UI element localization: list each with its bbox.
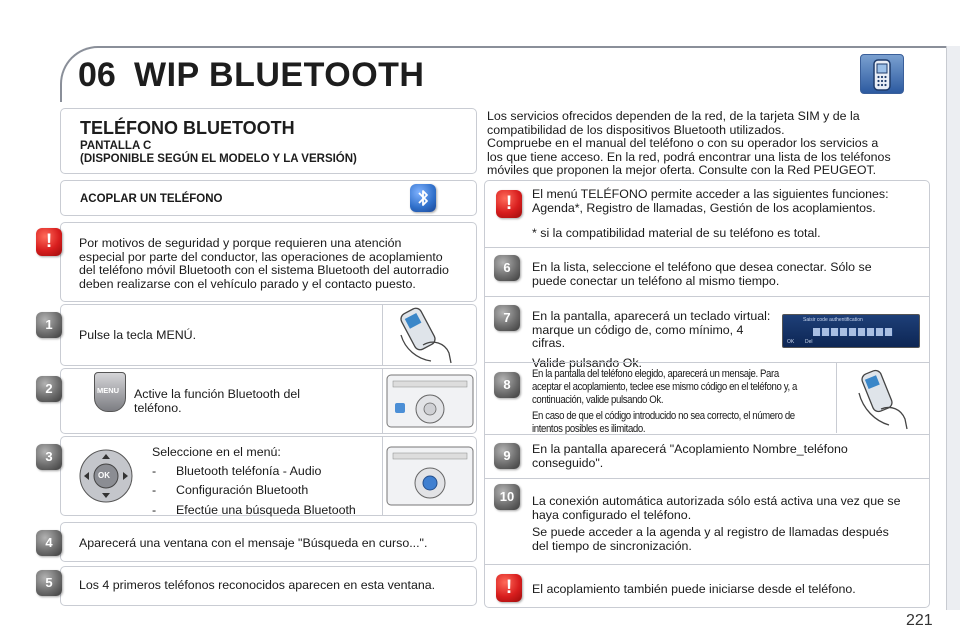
divider — [485, 362, 929, 363]
pair-title-box — [60, 180, 477, 216]
divider — [485, 564, 929, 565]
step-1-badge: 1 — [36, 312, 62, 338]
safety-warning-text: Por motivos de seguridad y porque requie… — [79, 236, 449, 291]
virtual-keyboard-screen: Saisir code authentification OK Del — [782, 314, 920, 348]
step-10-text: La conexión automática autorizada sólo e… — [532, 494, 901, 553]
page-side-strip — [946, 46, 960, 610]
right-column-box — [484, 180, 930, 608]
step-3-text: Seleccione en el menú: Bluetooth teléfon… — [152, 445, 377, 523]
section-subtitle: PANTALLA C (DISPONIBLE SEGÚN EL MODELO Y… — [80, 140, 357, 165]
hand-phone-icon — [400, 307, 452, 364]
divider — [485, 296, 929, 297]
final-note: El acoplamiento también puede iniciarse … — [532, 582, 856, 596]
step-5-box — [60, 566, 477, 606]
step-6-badge: 6 — [494, 255, 520, 281]
step-2-text: Active la función Bluetooth del teléfono… — [134, 387, 301, 415]
footnote: * si la compatibilidad material de su te… — [532, 226, 821, 240]
step-4-text: Aparecerá una ventana con el mensaje "Bú… — [79, 536, 428, 550]
step-6-text: En la lista, seleccione el teléfono que … — [532, 260, 872, 288]
step-9-badge: 9 — [494, 443, 520, 469]
step-9-text: En la pantalla aparecerá "Acoplamiento N… — [532, 442, 848, 470]
menu-item: Efectúe una búsqueda Bluetooth — [152, 503, 377, 518]
menu-item: Bluetooth teléfonía - Audio — [152, 464, 377, 479]
step-5-text: Los 4 primeros teléfonos reconocidos apa… — [79, 578, 436, 592]
hand-phone-icon — [858, 369, 908, 430]
step-2-illustration — [382, 369, 476, 433]
divider — [485, 478, 929, 479]
mobile-phone-icon — [860, 54, 904, 94]
step-5-badge: 5 — [36, 570, 62, 596]
ok-dial-icon: OK — [78, 446, 134, 506]
exclamation-icon: ! — [496, 574, 522, 602]
section-title: TELÉFONO BLUETOOTH — [80, 118, 295, 138]
divider — [485, 247, 929, 248]
step-8-illustration — [836, 363, 929, 433]
chapter-number: 06 — [78, 56, 116, 94]
section-title-box — [60, 108, 477, 174]
step-8-text: En la pantalla del teléfono elegido, apa… — [532, 368, 797, 435]
exclamation-icon: ! — [36, 228, 62, 256]
step-8-badge: 8 — [494, 372, 520, 398]
pair-title: ACOPLAR UN TELÉFONO — [80, 193, 223, 205]
bluetooth-icon — [410, 184, 436, 212]
divider — [485, 434, 929, 435]
intro-paragraph: Los servicios ofrecidos dependen de la r… — [487, 109, 891, 177]
exclamation-icon: ! — [496, 190, 522, 218]
step-3-menu-list: Bluetooth teléfonía - Audio Configuració… — [152, 464, 377, 518]
step-1-illustration — [382, 305, 476, 365]
step-4-box — [60, 522, 477, 562]
page-number: 221 — [906, 612, 933, 629]
step-4-badge: 4 — [36, 530, 62, 556]
step-2-badge: 2 — [36, 376, 62, 402]
safety-warning-box — [60, 222, 477, 302]
step-7-badge: 7 — [494, 305, 520, 331]
radio-panel-icon — [386, 446, 474, 506]
step-7-text: En la pantalla, aparecerá un teclado vir… — [532, 309, 771, 370]
step-3-illustration — [382, 437, 476, 515]
step-10-badge: 10 — [494, 484, 520, 510]
step-3-badge: 3 — [36, 444, 62, 470]
header-frame — [60, 46, 960, 102]
menu-key-icon: MENU — [94, 372, 126, 412]
code-digits-row — [813, 328, 893, 336]
step-1-text: Pulse la tecla MENÚ. — [79, 328, 197, 342]
page-title: WIP BLUETOOTH — [134, 56, 425, 94]
radio-panel-icon — [386, 374, 474, 428]
menu-info-text: El menú TELÉFONO permite acceder a las s… — [532, 187, 889, 215]
menu-item: Configuración Bluetooth — [152, 483, 377, 498]
